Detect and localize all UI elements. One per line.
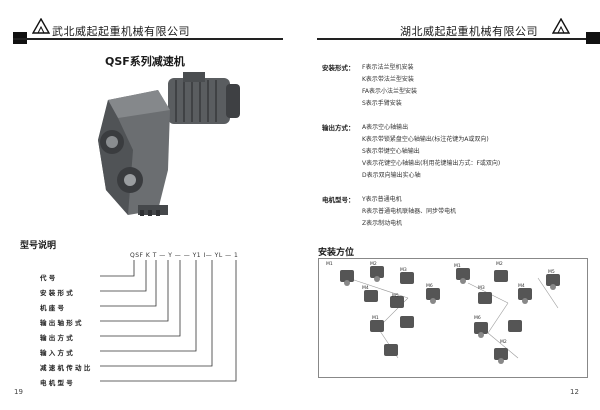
- position-label-4: M5: [392, 294, 399, 299]
- right-header-block: [586, 32, 600, 44]
- position-label-7: M2: [496, 262, 503, 267]
- position-label-2: M3: [400, 268, 407, 273]
- position-title: 安装方位: [318, 248, 355, 258]
- position-label-13: M2: [500, 340, 507, 345]
- mounting-positions-diagram: [318, 258, 588, 378]
- mountain-triangle-logo-icon: [551, 17, 571, 38]
- model-title: 型号说明: [20, 241, 57, 251]
- product-title: QSF系列减速机: [105, 55, 185, 68]
- output-line-3: V表示花键空心轴输出(利用花键输出方式：F或双向): [362, 160, 501, 167]
- output-heading: 输出方式：: [322, 124, 355, 132]
- motor-line-0: Y表示普通电机: [362, 196, 402, 203]
- install-line-1: K表示带法兰型安装: [362, 76, 414, 83]
- model-label-1: 安 装 形 式: [40, 289, 73, 297]
- model-label-6: 减 速 机 传 动 比: [40, 364, 91, 372]
- position-label-8: M3: [478, 286, 485, 291]
- model-label-0: 代 号: [40, 274, 56, 282]
- right-header-rule: [317, 38, 587, 40]
- output-line-0: A表示空心轴输出: [362, 124, 409, 131]
- position-label-6: M1: [454, 264, 461, 269]
- model-label-7: 电 机 型 号: [40, 379, 73, 387]
- position-label-1: M2: [370, 262, 377, 267]
- motor-line-2: Z表示制动电机: [362, 220, 403, 227]
- position-label-9: M4: [518, 284, 525, 289]
- output-line-1: K表示带锁紧盘空心轴输出(标注花键为A或双向): [362, 136, 489, 143]
- model-leader-lines: [100, 260, 237, 382]
- model-label-4: 输 出 方 式: [40, 334, 73, 342]
- position-label-10: M5: [548, 270, 555, 275]
- left-header-rule: [13, 38, 283, 40]
- position-label-0: M1: [326, 262, 333, 267]
- position-label-11: M6: [474, 316, 481, 321]
- mountain-triangle-logo-icon: [31, 17, 51, 38]
- position-label-5: M6: [426, 284, 433, 289]
- model-label-3: 输 出 轴 形 式: [40, 319, 82, 327]
- install-line-0: F表示法兰型机安装: [362, 64, 414, 71]
- left-page-number: 19: [14, 388, 23, 396]
- right-company-name: 湖北威起起重机械有限公司: [400, 25, 538, 38]
- motor-line-1: R表示普通电机联轴器、同步带电机: [362, 208, 457, 215]
- output-line-4: D表示双向输出实心轴: [362, 172, 421, 179]
- install-line-2: FA表示小法兰型安装: [362, 88, 418, 95]
- motor-heading: 电机型号：: [322, 196, 355, 204]
- left-company-name: 武北威起起重机械有限公司: [52, 25, 190, 38]
- output-line-2: S表示带键空心轴输出: [362, 148, 420, 155]
- install-heading: 安装形式：: [322, 64, 355, 72]
- position-label-3: M4: [362, 286, 369, 291]
- model-label-5: 输 入 方 式: [40, 349, 73, 357]
- model-label-2: 机 座 号: [40, 304, 65, 312]
- mounting-positions-drawing: [340, 266, 560, 364]
- model-code: QSF K T — Y — — Y1 I— YL — 1: [130, 252, 239, 259]
- right-page-number: 12: [570, 388, 579, 396]
- install-line-3: S表示手臂安装: [362, 100, 402, 107]
- gearbox-image: [98, 72, 240, 216]
- position-label-12: M1: [372, 316, 379, 321]
